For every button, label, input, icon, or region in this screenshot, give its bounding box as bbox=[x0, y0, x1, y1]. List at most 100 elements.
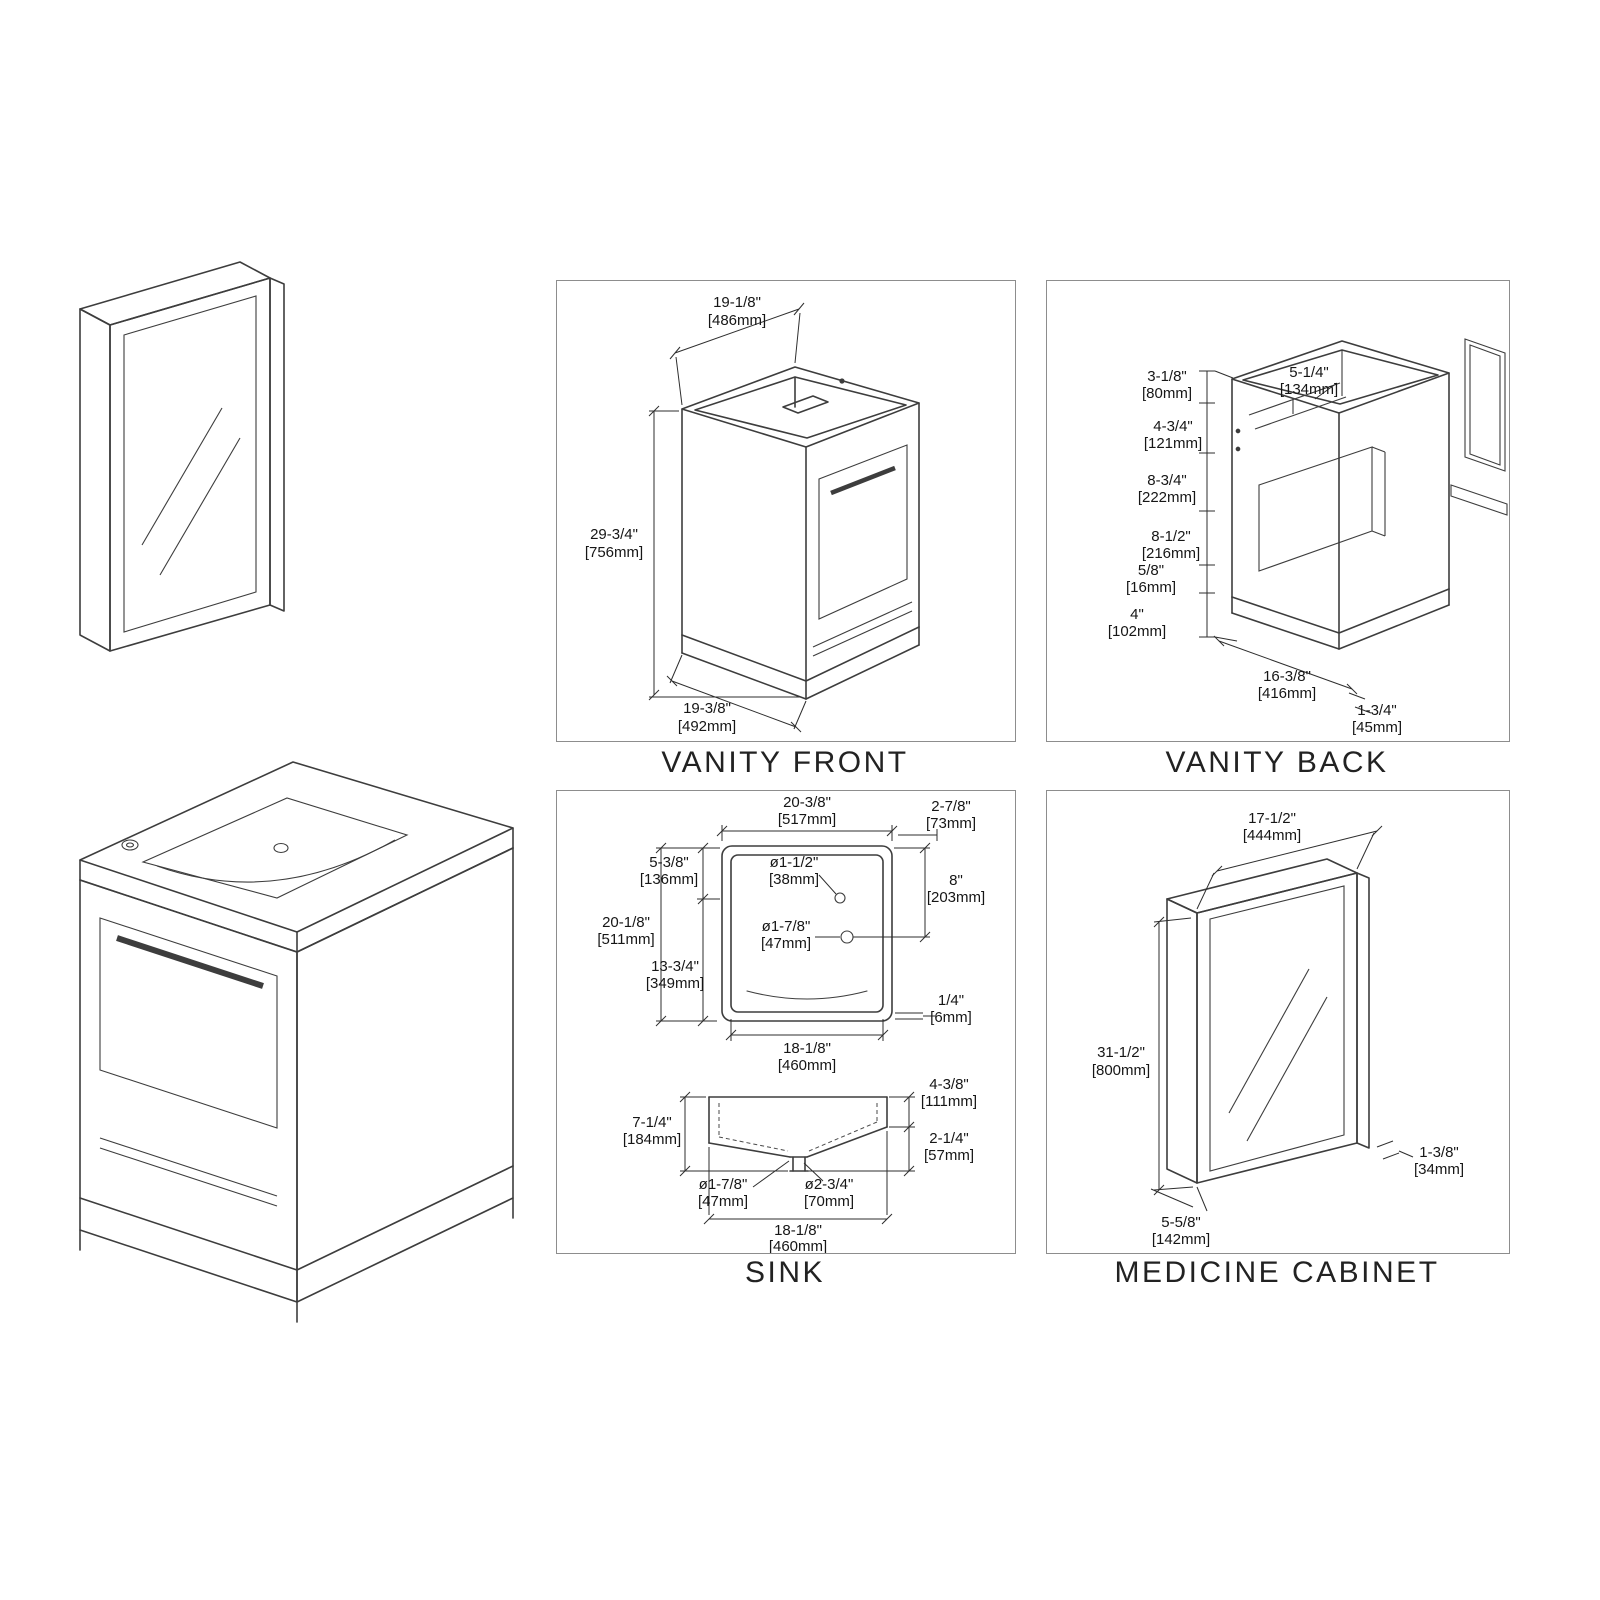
door-handle bbox=[830, 465, 896, 496]
dim-width-in: 17-1/2" bbox=[1248, 810, 1296, 827]
dim-deck-mm: [203mm] bbox=[927, 889, 985, 906]
dim-hole1-mm: [38mm] bbox=[769, 871, 819, 888]
vanity-back-interior bbox=[1235, 350, 1386, 572]
dim-top-rail-in: 3-1/8" bbox=[1147, 368, 1187, 385]
mirror bbox=[123, 295, 257, 633]
dim-toe-in: 5/8" bbox=[1138, 562, 1164, 579]
dim-depth-mm: [142mm] bbox=[1152, 1231, 1210, 1248]
medicine-cabinet-panel: 17-1/2" [444mm] 31-1/2" [800mm] 1-3/8" [… bbox=[1046, 790, 1510, 1254]
dim-drawer-mm: [222mm] bbox=[1138, 489, 1196, 506]
dim-drawer-in: 8-3/4" bbox=[1147, 472, 1187, 489]
medicine-cabinet-caption: MEDICINE CABINET bbox=[1114, 1256, 1440, 1289]
dim-inner-rail-in: 5-1/4" bbox=[1289, 364, 1329, 381]
dim-overall-depth-in: 20-1/8" bbox=[602, 914, 650, 931]
dim-basin-width-mm: [460mm] bbox=[778, 1057, 836, 1074]
dim-back-width-mm: [416mm] bbox=[1258, 685, 1316, 702]
dim-hole2-in: ø1-7/8" bbox=[762, 918, 811, 935]
dim-height-mm: [756mm] bbox=[585, 544, 643, 561]
medicine-cabinet-isometric-drawing bbox=[79, 261, 285, 652]
vanity-back-cabinet bbox=[1231, 340, 1450, 650]
dim-height-in: 31-1/2" bbox=[1097, 1044, 1145, 1061]
dim-side-depth-mm: [111mm] bbox=[921, 1093, 977, 1110]
dim-lip-mm: [6mm] bbox=[930, 1009, 972, 1026]
vanity-front-panel: 19-1/8" [486mm] 29-3/4" [756mm] 19-3/8" … bbox=[556, 280, 1016, 742]
dim-width-in: 19-1/8" bbox=[713, 294, 761, 311]
vanity-isometric-drawing bbox=[79, 761, 514, 1323]
dim-lower-mm: [216mm] bbox=[1142, 545, 1200, 562]
dim-width-mm: [444mm] bbox=[1243, 827, 1301, 844]
dim-top-width-in: 20-3/8" bbox=[783, 794, 831, 811]
dim-basin-depth-in: 13-3/4" bbox=[651, 958, 699, 975]
dim-height-mm: [800mm] bbox=[1092, 1062, 1150, 1079]
medicine-cabinet-body bbox=[1166, 858, 1370, 1184]
sink-side-view bbox=[708, 1096, 888, 1172]
vanity-back-caption: VANITY BACK bbox=[1165, 746, 1389, 779]
sink-top-view bbox=[721, 845, 893, 1022]
dim-upper-mm: [121mm] bbox=[1144, 435, 1202, 452]
medicine-cabinet-isometric-view bbox=[40, 240, 340, 720]
dim-leg-mm: [102mm] bbox=[1108, 623, 1166, 640]
cabinet-body bbox=[79, 261, 285, 652]
detached-back-panel bbox=[1450, 338, 1508, 516]
dim-top-width-mm: [517mm] bbox=[778, 811, 836, 828]
dim-depth-in: 5-5/8" bbox=[1161, 1214, 1201, 1231]
dim-drain2-mm: [70mm] bbox=[804, 1193, 854, 1210]
countertop bbox=[79, 761, 514, 953]
dim-hole2-mm: [47mm] bbox=[761, 935, 811, 952]
vanity-back-dimension-labels: 3-1/8" [80mm] 5-1/4" [134mm] 4-3/4" [121… bbox=[1108, 364, 1402, 736]
dim-faucet-offset-mm: [136mm] bbox=[640, 871, 698, 888]
sink-drawing: 20-3/8" [517mm] 2-7/8" [73mm] 5-3/8" [13… bbox=[597, 794, 985, 1253]
vanity-front-door bbox=[812, 444, 913, 657]
vanity-with-sink-isometric-view bbox=[25, 650, 545, 1350]
medicine-cabinet-dimension-labels: 17-1/2" [444mm] 31-1/2" [800mm] 1-3/8" [… bbox=[1092, 810, 1464, 1248]
dim-depth-in: 19-3/8" bbox=[683, 700, 731, 717]
medicine-cabinet-dimension-lines bbox=[1150, 825, 1414, 1212]
door-handle bbox=[116, 935, 264, 989]
sink-basin bbox=[121, 797, 409, 899]
dim-inner-rail-mm: [134mm] bbox=[1280, 381, 1338, 398]
drawer-box bbox=[1258, 446, 1373, 572]
dim-overall-depth-mm: [511mm] bbox=[597, 931, 654, 948]
dim-door-in: 1-3/8" bbox=[1419, 1144, 1459, 1161]
dim-corner-mm: [73mm] bbox=[926, 815, 976, 832]
dim-corner-in: 2-7/8" bbox=[931, 798, 971, 815]
dim-top-rail-mm: [80mm] bbox=[1142, 385, 1192, 402]
faucet-hole bbox=[121, 839, 139, 851]
dim-side-width-mm: [460mm] bbox=[769, 1238, 827, 1253]
dim-drain1-mm: [47mm] bbox=[698, 1193, 748, 1210]
sink-dimension-labels: 20-3/8" [517mm] 2-7/8" [73mm] 5-3/8" [13… bbox=[597, 794, 985, 1253]
door-and-shelf bbox=[99, 917, 278, 1207]
dim-side-lower-in: 2-1/4" bbox=[929, 1130, 969, 1147]
vanity-back-panel: 3-1/8" [80mm] 5-1/4" [134mm] 4-3/4" [121… bbox=[1046, 280, 1510, 742]
dim-hole1-in: ø1-1/2" bbox=[770, 854, 819, 871]
dim-lower-in: 8-1/2" bbox=[1151, 528, 1191, 545]
faucet-hole-2 bbox=[840, 930, 854, 944]
dim-upper-in: 4-3/4" bbox=[1153, 418, 1193, 435]
dim-drain2-in: ø2-3/4" bbox=[805, 1176, 854, 1193]
dim-basin-depth-mm: [349mm] bbox=[646, 975, 704, 992]
medicine-cabinet-dimension-drawing: 17-1/2" [444mm] 31-1/2" [800mm] 1-3/8" [… bbox=[1092, 810, 1464, 1248]
dim-back-width-in: 16-3/8" bbox=[1263, 668, 1311, 685]
drawer-slide bbox=[1450, 484, 1508, 516]
dim-height-in: 29-3/4" bbox=[590, 526, 638, 543]
vanity-front-drawing: 19-1/8" [486mm] 29-3/4" [756mm] 19-3/8" … bbox=[585, 294, 920, 735]
dim-side-depth-in: 4-3/8" bbox=[929, 1076, 969, 1093]
vanity-back-drawing: 3-1/8" [80mm] 5-1/4" [134mm] 4-3/4" [121… bbox=[1108, 338, 1508, 736]
faucet-hole-1 bbox=[834, 892, 846, 904]
dim-side-height-in: 7-1/4" bbox=[632, 1114, 672, 1131]
sink-top-view-dimensions bbox=[655, 825, 938, 1041]
vanity-front-caption: VANITY FRONT bbox=[661, 746, 909, 779]
vanity-back-dimension-lines bbox=[1199, 370, 1372, 714]
sink-caption: SINK bbox=[744, 1256, 826, 1289]
dim-drain1-in: ø1-7/8" bbox=[699, 1176, 748, 1193]
dim-basin-width-in: 18-1/8" bbox=[783, 1040, 831, 1057]
dim-side-height-mm: [184mm] bbox=[623, 1131, 681, 1148]
dim-door-mm: [34mm] bbox=[1414, 1161, 1464, 1178]
vanity-front-dimension-lines bbox=[648, 302, 807, 733]
dim-faucet-offset-in: 5-3/8" bbox=[649, 854, 689, 871]
sink-panel: 20-3/8" [517mm] 2-7/8" [73mm] 5-3/8" [13… bbox=[556, 790, 1016, 1254]
dim-lip-in: 1/4" bbox=[938, 992, 964, 1009]
dim-side-mm: [45mm] bbox=[1352, 719, 1402, 736]
medicine-cabinet-mirror bbox=[1209, 885, 1345, 1172]
